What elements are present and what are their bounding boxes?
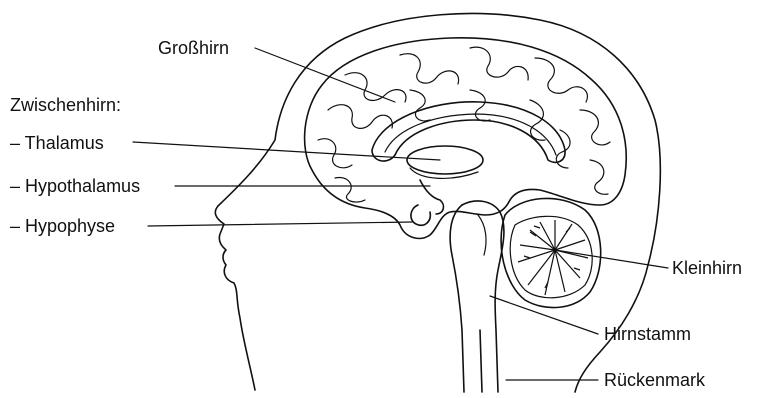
cerebrum-outline <box>305 38 627 239</box>
label-thalamus: – Thalamus <box>10 133 104 153</box>
hypophyse-shape <box>411 205 430 225</box>
label-kleinhirn: Kleinhirn <box>672 258 742 278</box>
corpus-callosum <box>372 102 565 162</box>
label-zwischenhirn: Zwischenhirn: <box>10 95 121 115</box>
label-grosshirn: Großhirn <box>158 38 229 58</box>
leader-hypophyse <box>148 222 412 226</box>
cerebellum-arbor-vitae <box>518 220 588 295</box>
spinal-cord-shape <box>480 330 482 392</box>
leader-thalamus <box>133 142 440 160</box>
thalamus-shape <box>407 146 483 174</box>
leader-hirnstamm <box>490 296 598 334</box>
label-hypothalamus: – Hypothalamus <box>10 176 140 196</box>
label-hypophyse: – Hypophyse <box>10 216 115 236</box>
hypothalamus-shape <box>420 180 443 214</box>
brainstem-shape <box>462 201 504 392</box>
label-rueckenmark: Rückenmark <box>604 370 705 390</box>
cerebellum-outline <box>501 198 601 307</box>
leader-grosshirn <box>255 48 395 102</box>
label-hirnstamm: Hirnstamm <box>604 324 691 344</box>
head-outline <box>215 14 660 392</box>
